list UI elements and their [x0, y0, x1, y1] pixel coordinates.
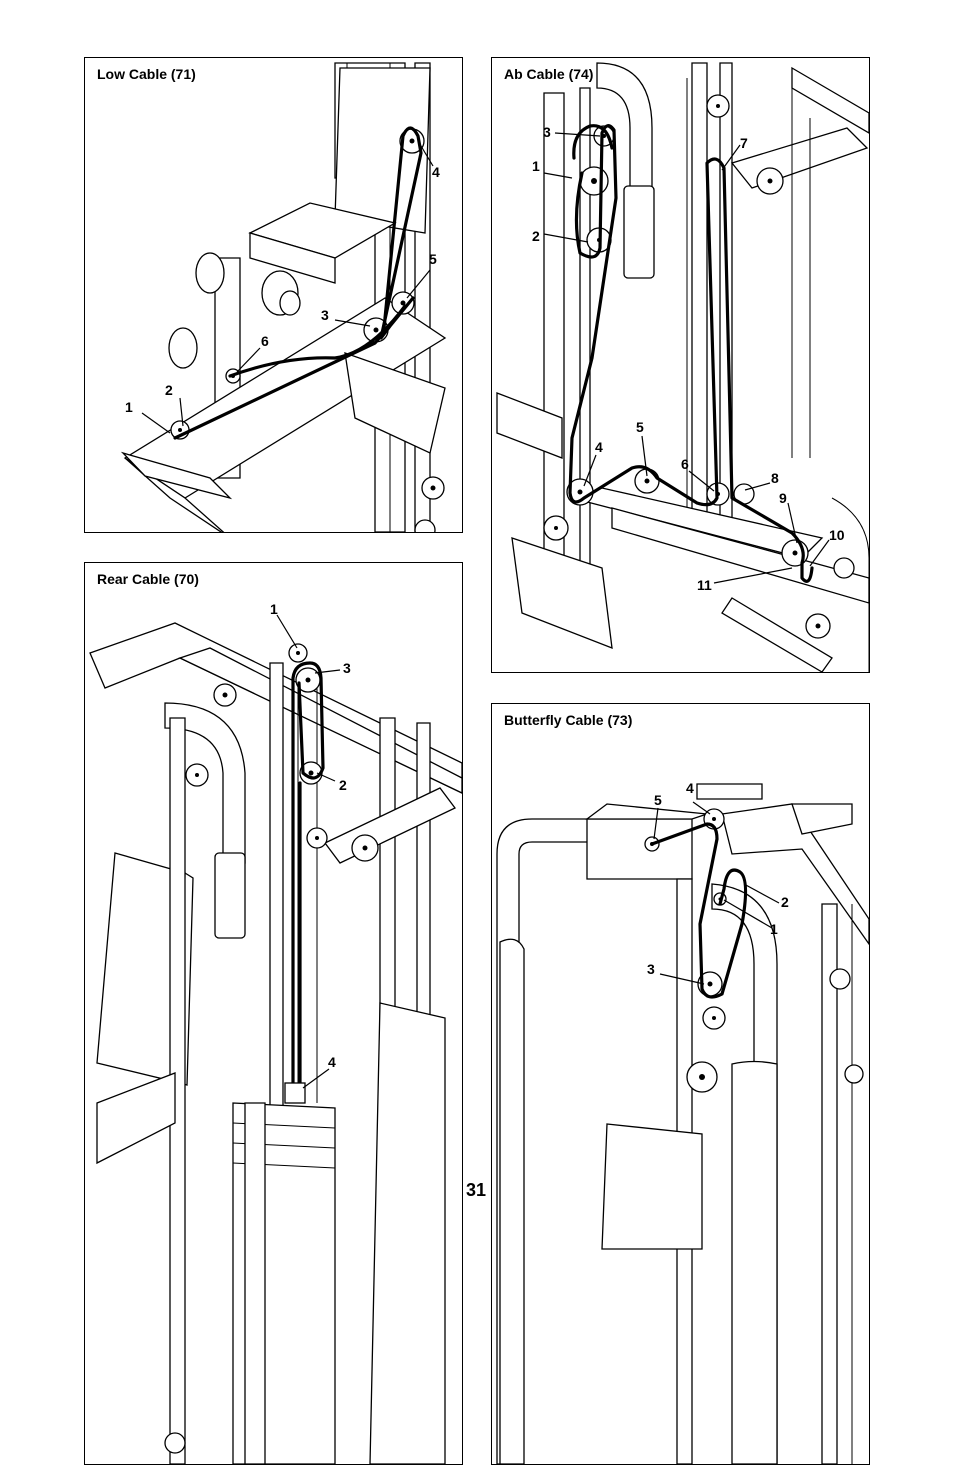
callout-4: 4 [595, 439, 603, 455]
callout-10: 10 [829, 527, 845, 543]
panel-butterfly-cable: Butterfly Cable (73) 1 2 3 4 5 [491, 703, 870, 1465]
callout-3: 3 [647, 961, 655, 977]
callout-6: 6 [261, 333, 269, 349]
callout-1: 1 [770, 921, 778, 937]
panel-title: Rear Cable (70) [97, 571, 199, 587]
callout-6: 6 [681, 456, 689, 472]
callout-4: 4 [686, 780, 694, 796]
callout-5: 5 [636, 419, 644, 435]
callout-2: 2 [339, 777, 347, 793]
callout-2: 2 [781, 894, 789, 910]
butterfly-cable-illustration [496, 783, 869, 1464]
callout-5: 5 [429, 251, 437, 267]
callout-1: 1 [532, 158, 540, 174]
callout-2: 2 [165, 382, 173, 398]
callout-2: 2 [532, 228, 540, 244]
low-cable-illustration [120, 62, 447, 532]
callout-7: 7 [740, 135, 748, 151]
callout-4: 4 [328, 1054, 336, 1070]
panel-title: Low Cable (71) [97, 66, 196, 82]
callout-1: 1 [270, 601, 278, 617]
callout-3: 3 [343, 660, 351, 676]
ab-cable-illustration [496, 62, 869, 672]
panel-title: Ab Cable (74) [504, 66, 594, 82]
callout-3: 3 [543, 124, 551, 140]
callout-9: 9 [779, 490, 787, 506]
panel-ab-cable: Ab Cable (74) 1 2 3 4 5 6 7 8 9 10 11 [491, 57, 870, 673]
panel-title: Butterfly Cable (73) [504, 712, 633, 728]
page-number: 31 [466, 1180, 487, 1200]
panel-low-cable: Low Cable (71) 1 2 3 4 5 6 [84, 57, 463, 533]
callout-1: 1 [125, 399, 133, 415]
callout-3: 3 [321, 307, 329, 323]
callout-4: 4 [432, 164, 440, 180]
callout-5: 5 [654, 792, 662, 808]
callout-11: 11 [697, 577, 712, 593]
rear-cable-illustration [89, 614, 462, 1464]
panel-rear-cable: Rear Cable (70) 1 2 3 4 [84, 562, 463, 1465]
callout-8: 8 [771, 470, 779, 486]
